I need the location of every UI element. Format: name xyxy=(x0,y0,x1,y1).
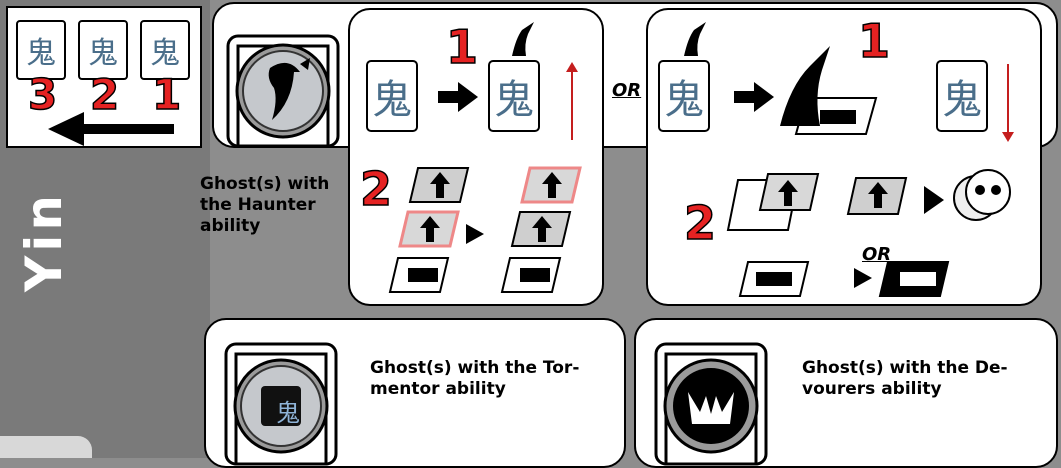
devourers-medallion-icon xyxy=(654,342,768,466)
haunter-figure-icon xyxy=(512,22,534,56)
ghost-card: 鬼 xyxy=(936,60,988,132)
resolution-order-box: 鬼 鬼 鬼 3 2 1 xyxy=(6,6,202,148)
haunter-on-tile-icon xyxy=(780,46,878,135)
or-label: OR xyxy=(862,244,892,265)
tormentor-cube-glyph: 鬼 xyxy=(276,398,300,427)
haunter-alt-steps-panel: 鬼 1 鬼 2 xyxy=(646,8,1042,306)
down-arrow-icon xyxy=(1002,64,1014,142)
ghost-tile: 鬼 xyxy=(16,20,66,80)
tormentor-description: Ghost(s) with the Tor-mentor ability xyxy=(370,358,580,399)
ghost-tile: 鬼 xyxy=(78,20,128,80)
step-number: 1 xyxy=(857,13,891,69)
haunter-figure-icon xyxy=(684,22,706,56)
step-number: 2 xyxy=(359,161,393,217)
up-arrow-icon xyxy=(566,62,578,140)
ghost-tile: 鬼 xyxy=(140,20,190,80)
haunter-description: Ghost(s) with the Haunter ability xyxy=(200,174,330,236)
devour-tiles-illustration xyxy=(726,169,1011,297)
ghost-card: 鬼 xyxy=(658,60,710,132)
right-arrow-icon xyxy=(438,82,478,112)
devourers-panel: Ghost(s) with the De-vourers ability xyxy=(634,318,1058,468)
yin-label: Yin xyxy=(15,191,73,293)
or-label: OR xyxy=(612,80,642,101)
left-arrow-icon xyxy=(48,112,174,146)
right-arrow-icon xyxy=(734,82,774,112)
step-number: 2 xyxy=(683,195,717,251)
board-tiles-illustration xyxy=(388,166,582,293)
tormentor-medallion-icon xyxy=(224,342,338,466)
ghost-card: 鬼 xyxy=(366,60,418,132)
order-number: 2 xyxy=(89,69,120,120)
devourers-description: Ghost(s) with the De-vourers ability xyxy=(802,358,1008,399)
order-number: 3 xyxy=(27,69,58,120)
haunter-medallion-icon xyxy=(226,34,340,148)
ghost-card: 鬼 xyxy=(488,60,540,132)
step-number: 1 xyxy=(445,19,479,75)
side-panel-tab xyxy=(0,436,92,458)
tormentor-panel: 鬼 Ghost(s) with the Tor-mentor ability xyxy=(204,318,626,468)
haunter-steps-panel: 鬼 1 鬼 2 xyxy=(348,8,604,306)
order-number: 1 xyxy=(151,69,182,120)
